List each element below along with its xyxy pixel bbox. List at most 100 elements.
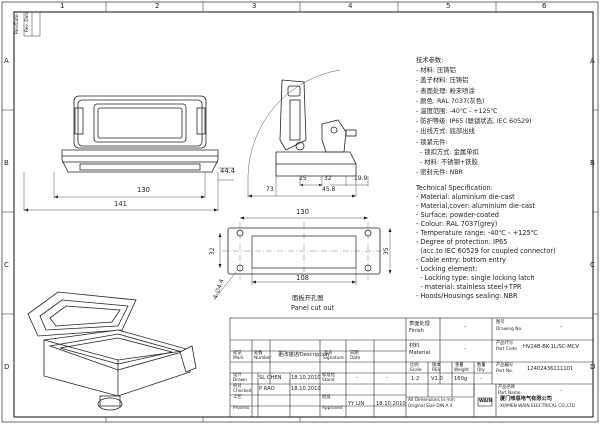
scale-val: 1:2: [411, 376, 420, 382]
qty-val: -: [480, 376, 482, 382]
drawn-date: 18.10.2010: [291, 375, 321, 381]
qty-en: Qty.: [477, 368, 486, 373]
spec-en-line: - material: stainless steel+TPR: [416, 283, 522, 291]
checked-en: Checked: [233, 389, 252, 394]
dim-cut-width: 130: [296, 208, 309, 216]
mark-cn: 标记: [233, 351, 242, 356]
spec-en-line: - Hoods/Housings sealing: NBR: [416, 292, 518, 300]
dim-cut-height-right: 35: [383, 247, 390, 255]
company-en: XIAMEN WAIN ELECTRICAL CO.,LTD: [500, 404, 576, 409]
drawing-no-val: -: [560, 324, 562, 330]
spec-cn-line: - 温度范围: -40℃ - +125℃: [416, 108, 498, 116]
process-cn: 工艺: [233, 395, 242, 400]
drawn-en: Drawn: [233, 378, 247, 383]
sign-en: Signature: [323, 356, 344, 361]
spec-en-line: - Material,cover: aluminium die-cast: [416, 202, 536, 210]
company-cn: 厦门唯恩电气有限公司: [500, 396, 552, 402]
spec-en-line: - Locking type: single locking latch: [416, 274, 535, 282]
grid-top-2: 2: [155, 2, 160, 10]
front-view: [23, 95, 234, 211]
dim-arrows-side: [248, 183, 356, 198]
part-code-en: Part Code: [496, 347, 517, 352]
spec-cn-line: - 盖子材料: 压铸铝: [416, 77, 469, 85]
spec-cn-line: - 表面处理: 粉末喷涂: [416, 87, 475, 95]
stand-date-val: -: [386, 375, 388, 381]
cutout-label-cn: 面板开孔图: [292, 295, 324, 302]
grid-right-a: A: [590, 57, 595, 65]
drawing-no-en: Drawing No.: [496, 327, 523, 332]
grid-right-c: C: [590, 261, 595, 269]
rev-tag: Rev/Date: [15, 14, 20, 34]
iso-view: [27, 291, 197, 411]
title-block: [229, 317, 594, 418]
amount-cn: 处数: [254, 351, 263, 356]
approved-by: YY LIN: [348, 401, 365, 407]
grid-left-d: D: [4, 363, 10, 371]
change-cn: 更改描述: [278, 352, 299, 358]
grid-left-b: B: [4, 159, 9, 167]
material-cn: 材料: [409, 343, 420, 349]
dim-side-25: 25: [299, 175, 307, 182]
qty-cn: 数量: [477, 363, 486, 368]
part-no-en: Part No.: [496, 369, 513, 374]
drawn-by: SL CHEN: [259, 375, 282, 381]
scale-en: Scale: [410, 368, 422, 373]
grid-top-4: 4: [348, 2, 353, 10]
spec-en-list: - Material: aluminium die-cast- Material…: [416, 193, 556, 301]
grid-top-1: 1: [60, 2, 65, 10]
side-view: [247, 69, 369, 198]
cutout-label-en: Panel cut out: [291, 304, 335, 312]
part-name-en: Part Name: [498, 391, 521, 396]
part-no-val: 12402436111101: [527, 366, 574, 372]
spec-cn-line: - 锁紧元件:: [416, 138, 448, 146]
spec-en-line: - Cable entry: bottom entry: [416, 256, 506, 264]
amount-en: Number: [254, 356, 272, 361]
spec-cn-list: - 材料: 压铸铝 - 盖子材料: 压铸铝 - 表面处理: 粉末喷涂 - 颜色: RA…: [416, 66, 532, 178]
scale-cn: 比例: [410, 363, 419, 368]
spec-cn-line: - 材料: 压铸铝: [416, 67, 456, 75]
dims-note-cn: All Dimensions in mm: [408, 398, 455, 403]
finish-val: -: [464, 324, 466, 330]
dim-side-32: 32: [324, 175, 332, 182]
process-en: Process: [233, 406, 250, 411]
stand-val: -: [356, 375, 358, 381]
finish-cn: 表面处理: [409, 321, 430, 327]
spec-en-line: - Locking element:: [416, 265, 478, 273]
spec-cn-line: - 出线方式: 底部出线: [416, 128, 475, 136]
spec-cn-line: - 材料: 不锈钢+铁胶: [416, 159, 478, 167]
dim-arrows-cutout: [218, 216, 392, 284]
logo-box: [477, 397, 493, 407]
spec-en-heading: Technical Specification:: [416, 184, 493, 192]
drawing-no-cn: 图号: [496, 320, 505, 325]
spec-cn-line: - 防护等级: IP65 (联锁状态, IEC 60529): [416, 118, 532, 126]
spec-cn-heading: 技术参数:: [416, 57, 444, 64]
grid-top-5: 5: [446, 2, 451, 10]
dim-side-45-8: 45.8: [322, 186, 336, 193]
date-en: Date: [350, 356, 361, 361]
finish-en: Finish: [409, 328, 424, 334]
rev-en: REV.: [432, 368, 442, 373]
approved-cn: 批准: [322, 395, 331, 400]
spec-cn: 技术参数: - 材料: 压铸铝- 盖子材料: 压铸铝- 表面处理: 粉末喷涂- …: [416, 56, 532, 178]
spec-cn-line: - 锁扣方式: 金属单扣: [416, 148, 479, 156]
checked-date: 18.10.2010: [291, 386, 321, 392]
dim-top-width: 130: [137, 186, 150, 194]
part-no-cn: 产品编号: [496, 363, 514, 368]
spec-en-line: (acc.to IEC 60529 for coupled connector): [416, 247, 556, 255]
dims-note-en: Original Size DIN A 4: [408, 404, 453, 409]
spec-cn-line: - 颜色: RAL 7037(灰色): [416, 97, 485, 105]
dim-side-height: 44.4: [220, 167, 236, 175]
dim-top-overall: 141: [114, 200, 127, 208]
part-code-val: HV24B-BK-1L/SC-MCV: [523, 344, 579, 350]
rev-val: V1.0: [431, 376, 443, 382]
grid-top-3: 3: [252, 2, 257, 10]
dim-side-73: 73: [266, 186, 274, 193]
dim-arrows-front: [24, 195, 218, 212]
spec-en-line: - Degree of protection: IP65: [416, 238, 508, 246]
weight-cn: 重量: [455, 363, 464, 368]
grid-left-c: C: [4, 261, 9, 269]
grid-right-d: D: [590, 363, 596, 371]
stand-cn: 标准化: [322, 373, 335, 378]
